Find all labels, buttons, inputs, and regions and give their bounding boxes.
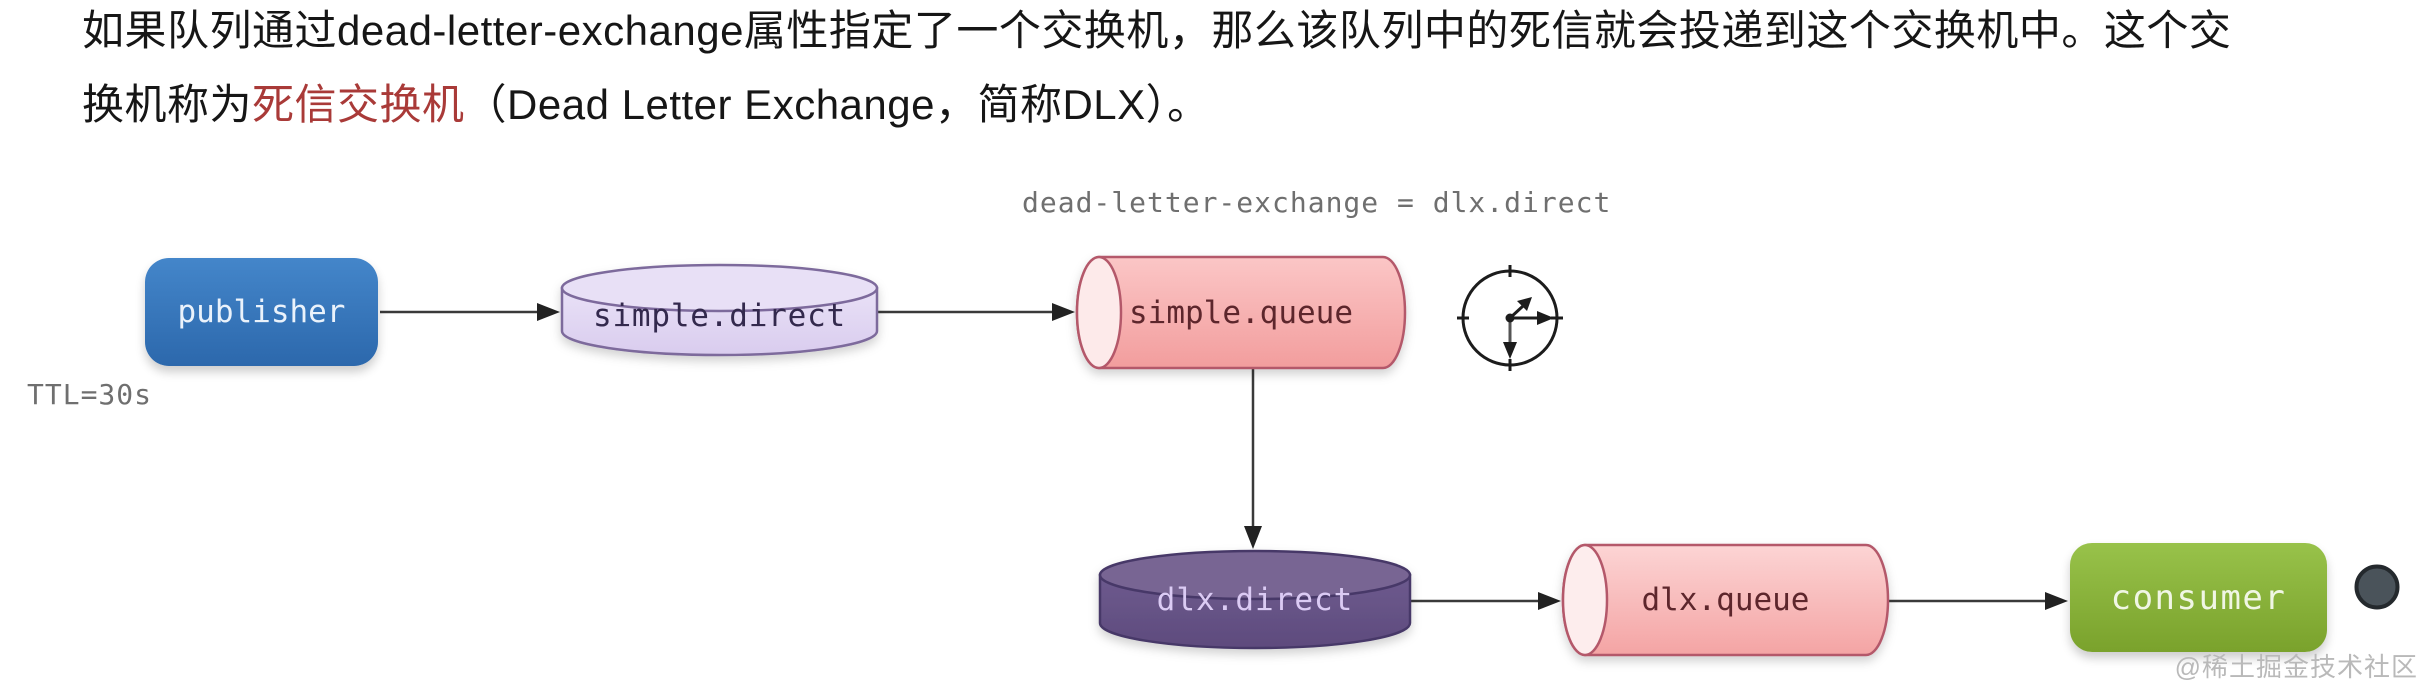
paragraph-line-1: 如果队列通过dead-letter-exchange属性指定了一个交换机，那么该…	[82, 7, 2232, 54]
ttl-label: TTL=30s	[27, 378, 153, 411]
arrow-publisher-to-simple-direct	[380, 303, 560, 321]
paragraph-line2-pre: 换机称为	[82, 81, 253, 128]
consumer-label: consumer	[2110, 577, 2287, 618]
dlx-queue-shape	[1561, 543, 1890, 657]
dlx-direct-exchange-shape	[1098, 549, 1412, 650]
watermark: @稀土掘金技术社区	[2174, 652, 2418, 682]
description-paragraph: 如果队列通过dead-letter-exchange属性指定了一个交换机，那么该…	[82, 0, 2412, 142]
simple-direct-exchange-shape	[560, 263, 879, 357]
consumer-node: consumer	[2070, 543, 2327, 652]
simple-queue-shape	[1075, 255, 1407, 370]
terminal-dot-icon	[2354, 564, 2400, 610]
publisher-node: publisher	[145, 258, 378, 366]
dead-letter-exchange-annotation: dead-letter-exchange = dlx.direct	[1022, 186, 1612, 219]
arrow-dlx-direct-to-dlx-queue	[1411, 592, 1561, 610]
publisher-label: publisher	[177, 294, 346, 330]
arrow-dlx-queue-to-consumer	[1889, 592, 2068, 610]
arrow-simple-direct-to-simple-queue	[877, 303, 1075, 321]
arrow-simple-queue-to-dlx-direct	[1244, 369, 1262, 549]
clock-icon	[1457, 265, 1563, 371]
dlx-term-highlight: 死信交换机	[252, 81, 465, 128]
paragraph-line2-post: （Dead Letter Exchange，简称DLX）。	[464, 81, 1210, 128]
paragraph-line-2: 换机称为死信交换机（Dead Letter Exchange，简称DLX）。	[82, 68, 2412, 142]
